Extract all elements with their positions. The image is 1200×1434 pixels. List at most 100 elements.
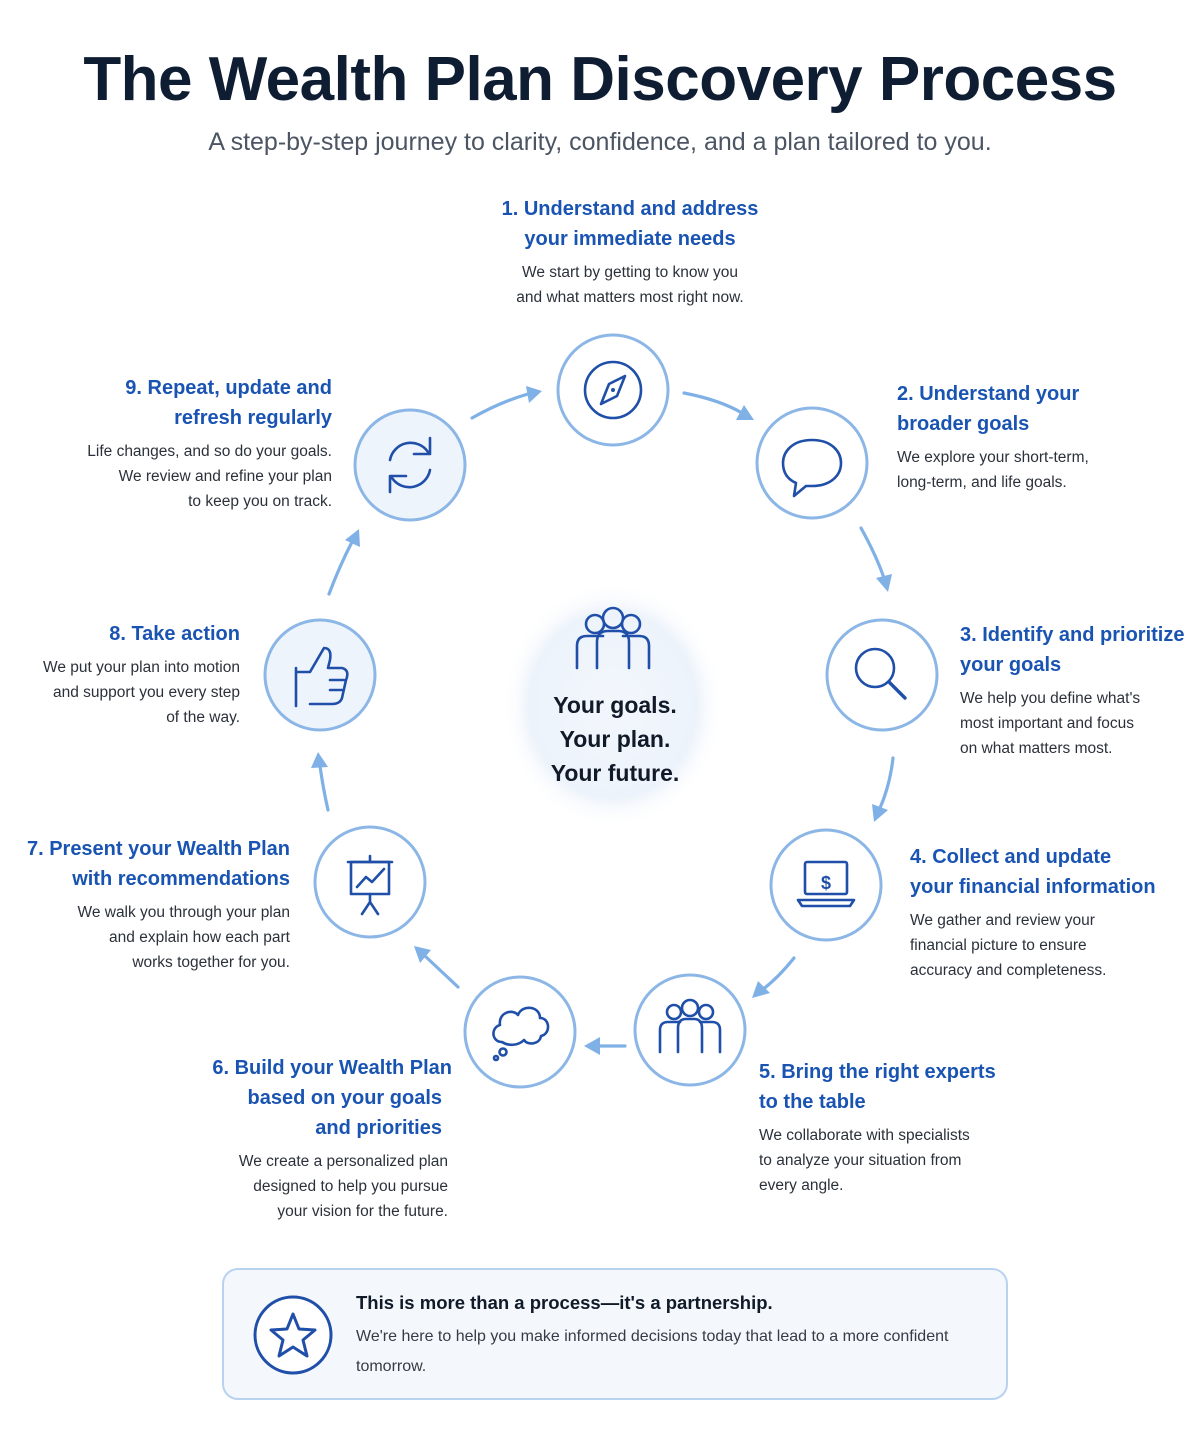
arrow-1-to-2	[682, 391, 754, 420]
step-2-description: We explore your short-term, long-term, a…	[897, 445, 1157, 495]
step-1-title: 1. Understand and address your immediate…	[470, 194, 790, 254]
step-8-desc-line-1: We put your plan into motion	[42, 659, 240, 676]
step-9-title-line-2: refresh regularly	[174, 407, 332, 429]
step-6-node	[463, 975, 577, 1089]
step-5-desc-line-3: every angle.	[759, 1177, 844, 1194]
step-5-title-line-1: 5. Bring the right experts	[759, 1061, 996, 1083]
step-3-title-line-1: 3. Identify and prioritize	[960, 624, 1185, 646]
step-4-desc-line-1: We gather and review your	[910, 912, 1095, 929]
step-9-description: Life changes, and so do your goals. We r…	[40, 439, 332, 514]
thought-cloud-icon	[492, 1006, 550, 1062]
step-9-title-line-1: 9. Repeat, update and	[125, 377, 332, 399]
star-icon	[253, 1295, 333, 1375]
step-7-text: 7. Present your Wealth Plan with recomme…	[20, 834, 290, 975]
arrow-4-to-5	[752, 956, 796, 998]
step-6-text: 6. Build your Wealth Plan based on your …	[190, 1053, 452, 1224]
compass-icon	[583, 360, 643, 420]
step-1-title-line-2: your immediate needs	[524, 228, 736, 250]
step-6-desc-line-2: designed to help you pursue	[253, 1178, 448, 1195]
step-6-desc-line-1: We create a personalized plan	[238, 1153, 448, 1170]
step-3-desc-line-3: on what matters most.	[960, 740, 1113, 757]
experts-group-icon	[658, 998, 722, 1054]
step-4-title-line-1: 4. Collect and update	[910, 846, 1112, 868]
step-3-title: 3. Identify and prioritize your goals	[960, 620, 1196, 680]
page-title: The Wealth Plan Discovery Process	[83, 45, 1117, 114]
step-5-desc-line-2: to analyze your situation from	[759, 1152, 962, 1169]
center-line-goals: Your goals.	[553, 692, 677, 718]
step-7-title: 7. Present your Wealth Plan with recomme…	[20, 834, 290, 894]
step-4-title: 4. Collect and update your financial inf…	[910, 842, 1180, 902]
step-3-desc-line-2: most important and focus	[960, 715, 1135, 732]
step-7-desc-line-3: works together for you.	[132, 954, 290, 971]
arrow-9-to-1	[470, 386, 542, 420]
speech-bubble-icon	[781, 438, 843, 498]
step-7-node	[313, 825, 427, 939]
step-3-desc-line-1: We help you define what's	[960, 690, 1141, 707]
step-9-desc-line-3: to keep you on track.	[188, 493, 332, 510]
step-7-title-line-2: with recommendations	[72, 868, 290, 890]
step-8-title: 8. Take action	[20, 619, 240, 649]
step-2-text: 2. Understand your broader goals We expl…	[897, 379, 1157, 495]
step-4-desc-line-2: financial picture to ensure	[910, 937, 1087, 954]
step-5-title-line-2: to the table	[759, 1091, 866, 1113]
step-8-title-line-1: 8. Take action	[109, 623, 240, 645]
step-2-title-line-1: 2. Understand your	[897, 383, 1080, 405]
center-line-plan: Your plan.	[559, 726, 671, 752]
step-7-description: We walk you through your plan and explai…	[20, 900, 290, 975]
step-5-description: We collaborate with specialists to analy…	[759, 1123, 1029, 1198]
step-5-text: 5. Bring the right experts to the table …	[759, 1057, 1029, 1198]
step-2-desc-line-1: We explore your short-term,	[897, 449, 1089, 466]
step-2-desc-line-2: long-term, and life goals.	[897, 474, 1067, 491]
step-7-desc-line-1: We walk you through your plan	[77, 904, 290, 921]
step-6-title-line-3: and priorities	[315, 1117, 442, 1139]
step-5-node	[633, 973, 747, 1087]
step-1-node	[556, 333, 670, 447]
step-6-title: 6. Build your Wealth Plan based on your …	[190, 1053, 452, 1143]
presentation-board-icon	[346, 854, 394, 916]
center-line-future: Your future.	[550, 760, 680, 786]
step-3-title-line-2: your goals	[960, 654, 1062, 676]
step-5-desc-line-1: We collaborate with specialists	[759, 1127, 970, 1144]
arrow-6-to-7	[414, 946, 460, 989]
step-4-description: We gather and review your financial pict…	[910, 908, 1180, 983]
step-6-desc-line-3: your vision for the future.	[277, 1203, 448, 1220]
arrow-5-to-6	[584, 1037, 627, 1055]
step-6-title-line-1: 6. Build your Wealth Plan	[212, 1057, 452, 1079]
dollar-sign: $	[821, 873, 831, 893]
thumbs-up-icon	[294, 646, 349, 708]
center-tagline: Your goals. Your plan. Your future.	[520, 688, 710, 790]
step-6-description: We create a personalized plan designed t…	[190, 1149, 452, 1224]
step-8-desc-line-2: and support you every step	[53, 684, 240, 701]
refresh-icon	[388, 436, 432, 494]
step-9-desc-line-1: Life changes, and so do your goals.	[87, 443, 332, 460]
step-9-node	[353, 408, 467, 522]
step-1-description: We start by getting to know you and what…	[470, 260, 790, 310]
step-9-text: 9. Repeat, update and refresh regularly …	[40, 373, 332, 514]
step-2-title-line-2: broader goals	[897, 413, 1030, 435]
step-1-title-line-1: 1. Understand and address	[501, 198, 759, 220]
step-4-node: $	[769, 828, 883, 942]
step-4-text: 4. Collect and update your financial inf…	[910, 842, 1180, 983]
arrow-7-to-8	[311, 752, 330, 812]
step-9-desc-line-2: We review and refine your plan	[118, 468, 332, 485]
laptop-dollar-icon	[796, 860, 856, 908]
step-8-desc-line-3: of the way.	[166, 709, 240, 726]
flow-arrows	[311, 386, 895, 1055]
step-1-text: 1. Understand and address your immediate…	[470, 194, 790, 310]
step-7-title-line-1: 7. Present your Wealth Plan	[26, 838, 290, 860]
callout-title: This is more than a process—it's a partn…	[356, 1292, 773, 1313]
magnifier-icon	[854, 647, 907, 700]
step-3-node	[825, 618, 939, 732]
step-9-title: 9. Repeat, update and refresh regularly	[40, 373, 332, 433]
step-7-desc-line-2: and explain how each part	[109, 929, 290, 946]
people-group-icon	[575, 606, 651, 670]
step-8-node	[263, 618, 377, 732]
step-2-title: 2. Understand your broader goals	[897, 379, 1157, 439]
step-4-desc-line-3: accuracy and completeness.	[910, 962, 1107, 979]
center-hub	[501, 581, 725, 829]
step-6-title-line-2: based on your goals	[247, 1087, 442, 1109]
step-8-description: We put your plan into motion and support…	[20, 655, 240, 730]
callout-body: We're here to help you make informed dec…	[356, 1328, 949, 1375]
step-3-text: 3. Identify and prioritize your goals We…	[960, 620, 1196, 761]
